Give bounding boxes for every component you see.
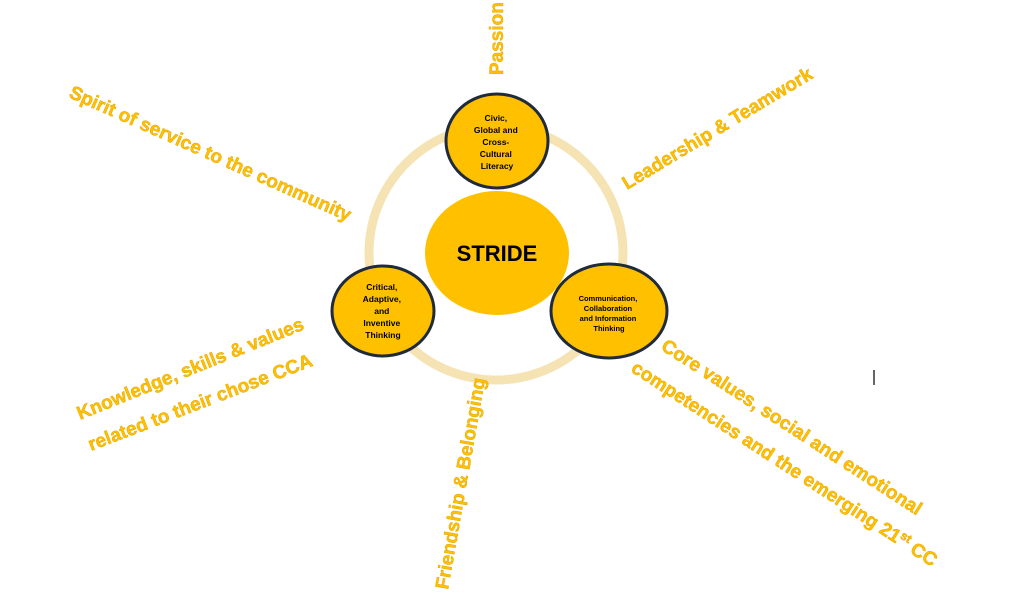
node-communication-circle [549,262,669,360]
node-civic-line: Literacy [481,161,514,171]
ray-passion: Passion [487,2,508,75]
node-communication: Communication, Collaboration and Informa… [549,262,669,360]
ray-core-values-line2: competencies and the emerging 21st CC [627,356,942,572]
node-civic-literacy: Civic, Global and Cross- Cultural Litera… [444,92,550,190]
node-communication-line: Thinking [593,324,625,333]
ray-core-values-main: competencies and the emerging 21 [627,358,904,548]
node-civic-line: Cultural [480,149,512,159]
node-critical-line: Adaptive, [363,294,401,304]
node-critical-line: Critical, [366,282,397,292]
node-critical-label: Critical, Adaptive, and Inventive Thinki… [363,282,404,340]
node-communication-line: Collaboration [584,304,633,313]
node-critical-circle [330,264,436,358]
ray-leadership: Leadership & Teamwork [619,64,817,195]
node-communication-line: Communication, [579,294,638,303]
node-communication-line: and Information [580,314,637,323]
node-civic-line: Global and [474,125,518,135]
node-civic-circle [444,92,550,190]
node-civic-label: Civic, Global and Cross- Cultural Litera… [474,113,520,171]
center-circle [425,191,569,315]
ray-spirit-of-service: Spirit of service to the community [66,82,355,226]
node-communication-label: Communication, Collaboration and Informa… [579,294,640,333]
ray-friendship: Friendship & Belonging [432,376,490,591]
node-critical-line: and [374,306,389,316]
center-label: STRIDE [457,241,538,266]
node-critical-line: Thinking [365,330,400,340]
ray-core-values-line1: Core values, social and emotional [657,336,925,520]
node-critical-line: Inventive [363,318,400,328]
node-civic-line: Cross- [482,137,509,147]
node-critical-thinking: Critical, Adaptive, and Inventive Thinki… [330,264,436,358]
node-civic-line: Civic, [484,113,507,123]
